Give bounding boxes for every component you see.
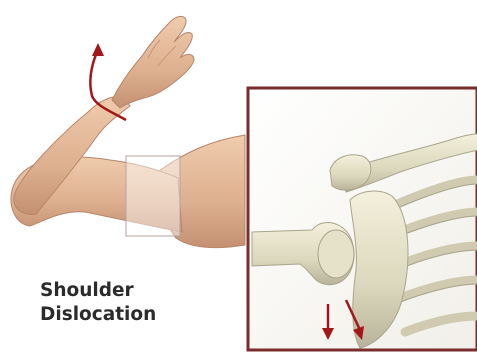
inset-panel (248, 88, 477, 350)
hand (112, 16, 194, 108)
caption-line-1: Shoulder (40, 279, 240, 303)
caption: Shoulder Dislocation (40, 279, 240, 327)
shoulder-highlight-box (126, 156, 180, 236)
caption-line-2: Dislocation (40, 303, 240, 327)
